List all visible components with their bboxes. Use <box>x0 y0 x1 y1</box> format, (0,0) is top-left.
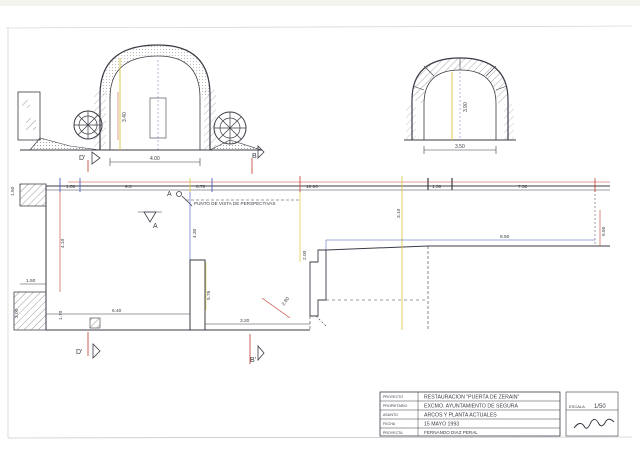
title-label-subject: ASUNTO <box>383 413 398 417</box>
arch-right-width-dim: 3.50 <box>455 144 465 150</box>
dim-850: 8.50 <box>500 234 510 240</box>
viewpoint-line: PUNTO DE VISTA DE PERSPECTIVAS <box>186 199 300 206</box>
section-label-a-lower: A <box>153 223 158 230</box>
dim-430: 4.30 <box>192 228 198 238</box>
section-marker-d-prime-bottom: D' <box>76 332 101 359</box>
arch-left-height-dim: 3.40 <box>122 112 128 122</box>
dim-200: 2.00 <box>302 250 308 260</box>
title-value-owner: EXCMO. AYUNTAMIENTO DE SEGURA <box>424 404 519 410</box>
section-label-b-bottom: B' <box>250 357 256 364</box>
paper-border-top <box>5 25 633 29</box>
wheel-ornament-left <box>73 110 103 140</box>
title-row-author: PROYECTA FERNANDO DIAZ PERAL <box>383 430 478 435</box>
title-label-author: PROYECTA <box>383 431 403 435</box>
section-marker-a-lower: A <box>138 211 162 230</box>
section-label-d-prime-bottom: D' <box>76 349 82 356</box>
dimension-lines <box>20 176 610 330</box>
dim-310: 3.10 <box>396 208 402 218</box>
title-label-project: PROYECTO <box>383 395 403 399</box>
title-value-project: RESTAURACION "PUERTA DE ZERAIN" <box>424 395 519 401</box>
section-marker-a-mid: A <box>167 191 193 207</box>
title-label-date: FECHA <box>383 422 396 426</box>
dim-150-left: 1.50 <box>10 186 16 196</box>
arch-elevation-right: 3.90 3.50 <box>404 57 516 154</box>
arch-elevation-left: 3.40 4.00 <box>17 44 263 166</box>
dim-1000: 10.00 <box>306 184 318 190</box>
dim-90: 9.0 <box>125 184 132 190</box>
title-row-owner: PROPIETARIO EXCMO. AYUNTAMIENTO DE SEGUR… <box>383 404 519 410</box>
section-marker-b-bottom: B' <box>249 334 265 364</box>
title-value-author: FERNANDO DIAZ PERAL <box>424 430 478 435</box>
section-label-d-prime-top: D' <box>79 155 85 162</box>
title-row-date: FECHA 15 MAYO 1993 <box>383 422 459 428</box>
scale-label: ESCALA <box>569 404 585 409</box>
dim-320: 3.20 <box>240 318 250 324</box>
viewpoint-label: PUNTO DE VISTA DE PERSPECTIVAS <box>194 201 275 206</box>
title-value-date: 15 MAYO 1993 <box>424 422 459 428</box>
dim-595: 5.95 <box>601 226 607 236</box>
section-marker-d-prime-top: D' <box>79 151 101 172</box>
dim-100: 1.00 <box>66 184 76 190</box>
dim-280: 2.80 <box>281 296 291 307</box>
dim-730: 7.30 <box>518 184 528 190</box>
section-label-b-top: B <box>252 153 257 160</box>
dim-576: 5.76 <box>206 290 212 300</box>
wheel-ornament-right <box>213 111 247 145</box>
signature <box>573 418 615 429</box>
section-label-a-mid: A <box>167 191 172 198</box>
dim-300: 3.00 <box>14 308 20 318</box>
paper-border-bottom <box>7 436 633 439</box>
title-block: PROYECTO RESTAURACION "PUERTA DE ZERAIN"… <box>379 391 619 437</box>
scale-value: 1/50 <box>594 404 606 410</box>
dim-410: 4.10 <box>60 238 66 248</box>
dim-640: 6.40 <box>112 308 122 314</box>
dim-150-low: 1.50 <box>26 278 36 284</box>
dimension-texts: 1.50 1.00 9.0 0.70 10.00 1.30 7.30 5.95 … <box>10 184 607 324</box>
dim-070: 0.70 <box>196 184 206 190</box>
title-value-subject: ARCOS Y PLANTA ACTUALES <box>424 413 497 419</box>
title-label-owner: PROPIETARIO <box>383 404 407 408</box>
section-marker-b-top: B <box>251 145 265 174</box>
arch-left-width-dim: 4.00 <box>150 156 160 162</box>
dim-170: 1.70 <box>58 310 64 320</box>
title-row-subject: ASUNTO ARCOS Y PLANTA ACTUALES <box>383 413 497 419</box>
floor-plan <box>13 178 610 331</box>
title-row-project: PROYECTO RESTAURACION "PUERTA DE ZERAIN" <box>383 395 519 401</box>
dim-130: 1.30 <box>432 184 442 190</box>
arch-right-height-dim: 3.90 <box>463 102 469 112</box>
